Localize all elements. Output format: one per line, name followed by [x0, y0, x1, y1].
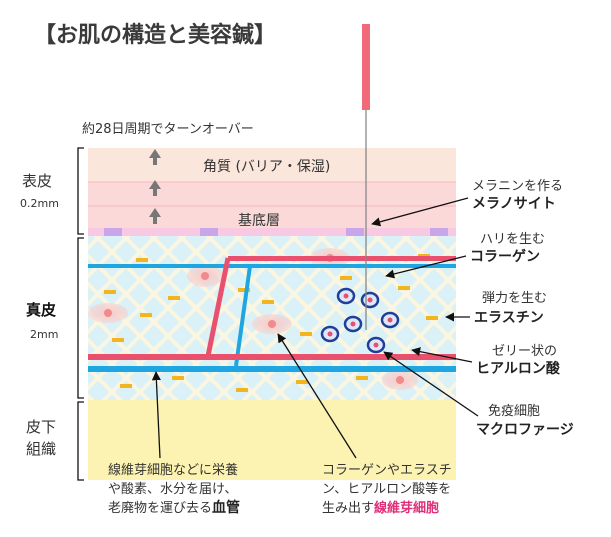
turnover-up-arrows [149, 149, 161, 224]
macrophage-label-line1: 免疫細胞 [488, 403, 540, 419]
collagen-label-line2: コラーゲン [470, 248, 540, 265]
layer-brackets [77, 147, 84, 481]
stratum-corneum-label: 角質 (バリア・保湿) [203, 159, 330, 175]
vessel-pointer [151, 371, 161, 459]
basal-layer-label: 基底層 [238, 212, 280, 229]
collagen-pointer [385, 255, 467, 279]
dermis-name: 真皮 [26, 301, 56, 319]
fibroblast-cells [88, 248, 418, 390]
macrophage-label-line2: マクロファージ [476, 422, 574, 438]
melanocyte-pointer [371, 197, 469, 227]
vessel-note-line1: 線維芽細胞などに栄養 [108, 462, 238, 478]
fibroblast-note-line1: コラーゲンやエラスチ [322, 463, 452, 478]
epidermis-thickness: 0.2mm [20, 197, 59, 210]
hyaluronic-label-line2: ヒアルロン酸 [476, 360, 561, 377]
subcutis-name-line2: 組織 [26, 440, 56, 458]
fibroblast-pointer [277, 333, 357, 459]
vessel-note-line3-prefix: 老廃物を運び去る [108, 500, 212, 516]
page-title: 【お肌の構造と美容鍼】 [34, 22, 276, 48]
melanocyte-label-line1: メラニンを作る [472, 179, 563, 194]
subcutis-name-line1: 皮下 [26, 418, 56, 436]
subcutaneous-layer [88, 400, 456, 480]
acupuncture-needle [362, 24, 370, 330]
epidermis-name: 表皮 [22, 172, 52, 190]
fibroblast-note-line3-prefix: 生み出す [322, 501, 374, 516]
hyaluronic-pointer [411, 347, 473, 363]
macrophage-pointer [383, 351, 479, 417]
blood-vessels [88, 256, 456, 372]
macrophage-cells [320, 287, 400, 354]
dermis-thickness: 2mm [30, 328, 58, 341]
elastin-label-line2: エラスチン [474, 310, 544, 326]
elastin-label-line1: 弾力を生む [482, 291, 547, 306]
vessel-note-line3-bold: 血管 [212, 499, 240, 516]
basal-cells [104, 228, 448, 236]
fibroblast-note-line3-pink: 線維芽細胞 [374, 500, 439, 516]
fibroblast-note-line2: ン、ヒアルロン酸等を [322, 481, 451, 497]
vessel-note-line3: 老廃物を運び去る血管 [108, 499, 240, 516]
vessel-note-line2: や酸素、水分を届け、 [108, 482, 237, 497]
fibroblast-note-line3: 生み出す線維芽細胞 [322, 500, 439, 516]
collagen-label-line1: ハリを生む [480, 232, 545, 247]
epidermis-layer [88, 148, 456, 236]
turnover-note: 約28日周期でターンオーバー [82, 122, 254, 137]
dermis-layer [88, 236, 456, 400]
melanocyte-label-line2: メラノサイト [472, 196, 556, 212]
hyaluronic-label-line1: ゼリー状の [492, 344, 557, 359]
